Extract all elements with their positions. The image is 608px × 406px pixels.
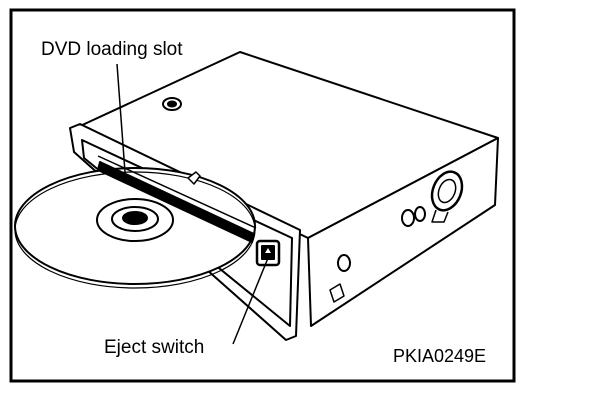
leader-line-eject: [232, 257, 269, 345]
side-connector-b: [329, 254, 351, 303]
dvd-loading-slot: [97, 161, 255, 243]
side-round-connector: [430, 170, 464, 223]
top-clip: [187, 171, 201, 185]
side-connector-a: [401, 206, 426, 227]
dvd-loading-slot-label: DVD loading slot: [41, 39, 183, 60]
figure-border: [9, 8, 516, 383]
leader-line-slot: [116, 63, 126, 173]
top-screw: [162, 97, 182, 111]
figure-code: PKIA0249E: [393, 346, 487, 366]
eject-switch-label: Eject switch: [104, 337, 205, 358]
eject-switch: [255, 239, 281, 267]
dvd-disc-drawing: [14, 167, 256, 289]
